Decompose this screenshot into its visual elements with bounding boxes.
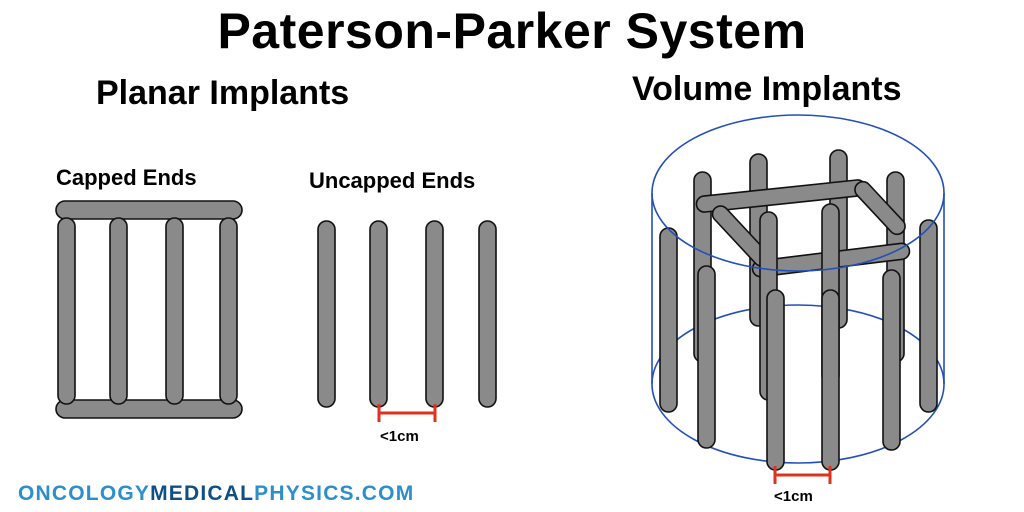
site-footer-logo: ONCOLOGYMEDICALPHYSICS.COM [18, 482, 414, 506]
needle-rod [317, 220, 336, 408]
needle-rod [882, 269, 901, 451]
planar-spacing-label: <1cm [380, 428, 419, 445]
needle-rod [425, 220, 444, 408]
uncapped-ends-implant [317, 220, 497, 422]
footer-part-medical: MEDICAL [150, 482, 255, 505]
spacing-measurement [377, 404, 437, 422]
volume-implant [651, 114, 945, 484]
cap-rod-diagonal [854, 180, 906, 236]
needle-rod [165, 217, 184, 405]
needle-rod [919, 219, 938, 413]
needle-rod [697, 265, 716, 449]
needle-rod [369, 220, 388, 408]
needle-rod [109, 217, 128, 405]
needle-rod [219, 217, 238, 405]
needle-rod [659, 227, 678, 413]
cap-rod-bottom [55, 399, 243, 419]
needle-rod [821, 289, 840, 471]
volume-spacing-label: <1cm [774, 488, 813, 505]
needle-rod [478, 220, 497, 408]
capped-ends-implant [55, 200, 243, 419]
needle-rod [57, 217, 76, 405]
spacing-measurement [773, 466, 832, 484]
uncapped-ends-label: Uncapped Ends [309, 168, 476, 193]
planar-implants-heading: Planar Implants [96, 74, 350, 112]
footer-part-oncology: ONCOLOGY [18, 482, 151, 505]
main-title: Paterson-Parker System [217, 3, 807, 59]
cap-rod-top [55, 200, 243, 220]
capped-ends-label: Capped Ends [56, 165, 197, 190]
volume-implants-heading: Volume Implants [632, 70, 902, 108]
footer-part-physics: PHYSICS.COM [254, 482, 415, 505]
needle-rod [766, 289, 785, 471]
